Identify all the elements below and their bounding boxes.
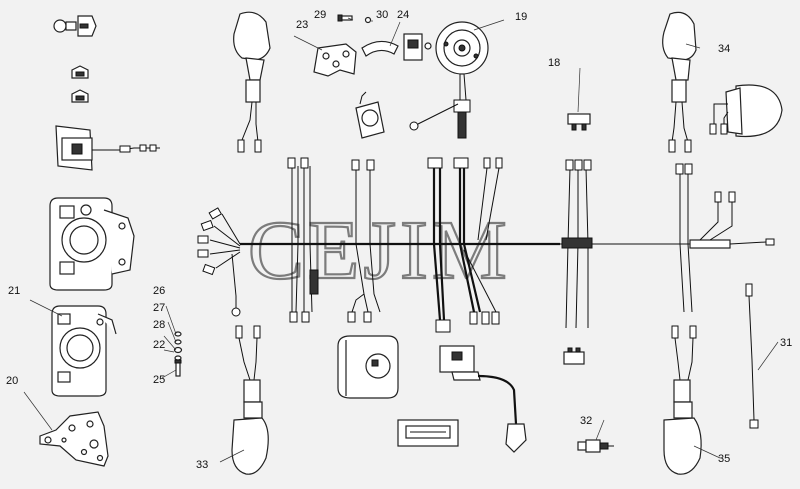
callout-25: 25 <box>153 374 165 386</box>
callout-28: 28 <box>153 319 165 331</box>
horn-unit <box>55 125 160 171</box>
callout-26: 26 <box>153 285 165 297</box>
instrument-housing-upper <box>49 197 135 291</box>
mounting-bracket-20 <box>39 411 109 467</box>
turn-signal-35 <box>663 325 702 475</box>
watermark: CEJIM <box>248 204 511 297</box>
spoke-lead-31 <box>745 283 759 429</box>
stator-19 <box>409 21 489 139</box>
callout-32: 32 <box>580 415 592 427</box>
callout-leaders <box>23 17 779 463</box>
turn-signal-33 <box>231 325 269 475</box>
callout-21: 21 <box>8 285 20 297</box>
ignition-coil <box>439 345 527 453</box>
pulse-sensor <box>355 91 385 139</box>
clip-30 <box>364 16 372 24</box>
callout-30: 30 <box>376 9 388 21</box>
callout-23: 23 <box>296 19 308 31</box>
flasher-unit <box>563 347 585 365</box>
main-harness <box>197 157 775 333</box>
callout-18: 18 <box>548 57 560 69</box>
instrument-housing-21 <box>51 305 117 397</box>
callout-31: 31 <box>780 337 792 349</box>
bulb-socket-upper <box>71 65 89 79</box>
callout-34: 34 <box>718 43 730 55</box>
callout-29: 29 <box>314 9 326 21</box>
gauge-right <box>709 84 783 138</box>
ignition-switch <box>53 15 97 37</box>
turn-signal-top-left <box>233 11 271 153</box>
callout-19: 19 <box>515 11 527 23</box>
callout-27: 27 <box>153 302 165 314</box>
callout-22: 22 <box>153 339 165 351</box>
callout-33: 33 <box>196 459 208 471</box>
cdi-housing <box>337 335 399 399</box>
fastener-stack <box>173 331 183 377</box>
turn-signal-top-right <box>662 11 697 153</box>
regulator <box>403 33 432 61</box>
callout-24: 24 <box>397 9 409 21</box>
arc-bracket-24 <box>361 40 399 57</box>
bolt-29 <box>337 14 353 22</box>
callout-35: 35 <box>718 453 730 465</box>
spark-plug-32 <box>577 439 614 453</box>
bracket-23 <box>313 43 357 77</box>
callout-20: 20 <box>6 375 18 387</box>
relay-18 <box>567 113 591 131</box>
bulb-socket-lower <box>71 89 89 103</box>
rectifier <box>397 419 459 447</box>
